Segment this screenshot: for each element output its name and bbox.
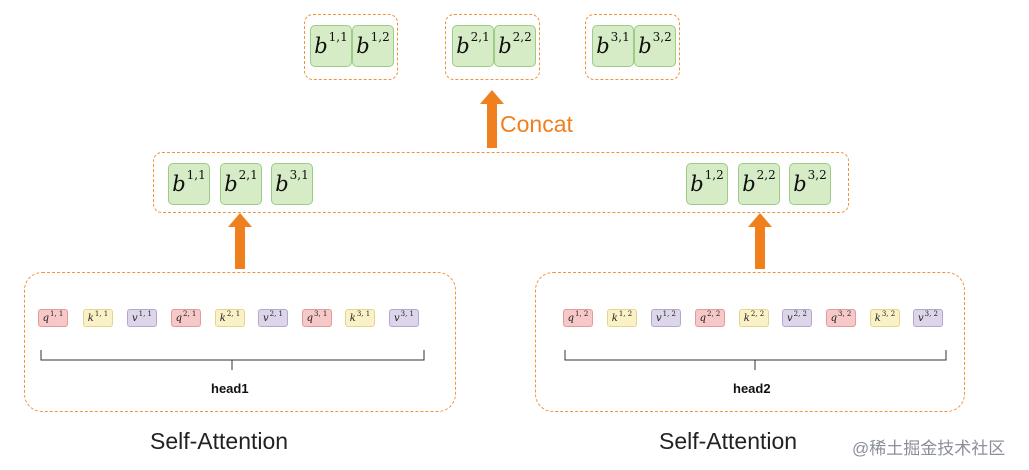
watermark: @稀土掘金技术社区 — [852, 439, 1006, 458]
head1-box — [24, 272, 456, 412]
middle-row-box — [153, 152, 849, 213]
head1-arrow-icon — [228, 213, 252, 269]
head2-caption: Self-Attention — [659, 428, 798, 454]
head2-brace — [564, 350, 947, 370]
output-group-2 — [445, 14, 540, 80]
head2-box — [535, 272, 965, 412]
concat-arrow-icon — [480, 90, 504, 148]
head2-arrow-icon — [748, 213, 772, 269]
output-group-1 — [304, 14, 398, 80]
concat-label: Concat — [500, 111, 573, 137]
head1-brace — [40, 350, 425, 370]
head1-caption: Self-Attention — [150, 428, 289, 454]
head1-label: head1 — [211, 381, 249, 396]
head2-label: head2 — [733, 381, 771, 396]
output-group-3 — [585, 14, 680, 80]
